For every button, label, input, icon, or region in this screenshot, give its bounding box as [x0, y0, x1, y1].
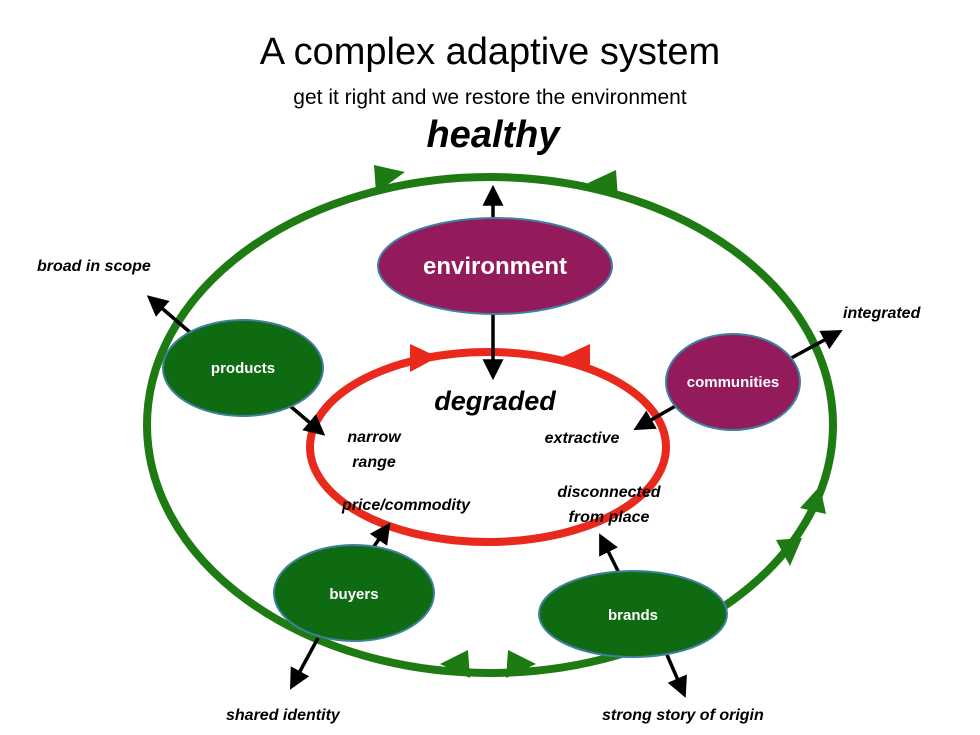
arrow-products-to-broad-scope [146, 295, 194, 336]
diagram-subtitle: get it right and we restore the environm… [293, 86, 687, 109]
state-healthy-label: healthy [426, 114, 561, 156]
outer-cycle-arrowhead-right-up [800, 486, 826, 514]
node-environment-label: environment [423, 253, 567, 280]
label-disconnected-line1: disconnected [557, 484, 661, 501]
outer-cycle-arrowhead-top-right [588, 170, 618, 198]
outer-cycle-arrowhead-right-down [776, 538, 802, 566]
inner-cycle-arrowhead-left [410, 344, 438, 372]
label-narrow-range-line2: range [352, 454, 396, 471]
label-strong-story-of-origin: strong story of origin [602, 707, 764, 724]
node-brands-label: brands [608, 607, 658, 624]
label-narrow-range-line1: narrow [347, 429, 402, 446]
node-buyers-label: buyers [329, 586, 378, 603]
inner-degraded-cycle [306, 348, 670, 546]
node-products: products [162, 319, 324, 417]
node-environment: environment [377, 217, 613, 315]
node-brands: brands [538, 570, 728, 658]
node-communities-label: communities [687, 374, 780, 391]
node-products-label: products [211, 360, 275, 377]
arrow-brands-to-disconnected [599, 533, 622, 576]
node-buyers: buyers [273, 544, 435, 642]
node-communities: communities [665, 333, 801, 431]
diagram-title: A complex adaptive system [260, 31, 720, 73]
outer-cycle-arrowhead-bottom-right [506, 650, 536, 678]
label-extractive: extractive [545, 430, 620, 447]
arrow-brands-to-story-of-origin [662, 647, 687, 698]
outer-cycle-arrowhead-top-left [374, 165, 405, 193]
arrow-buyers-to-shared-identity [289, 637, 320, 690]
arrow-communities-to-integrated [783, 329, 843, 364]
inner-cycle-arrowhead-right [562, 344, 590, 372]
label-integrated: integrated [843, 305, 922, 322]
label-broad-in-scope: broad in scope [37, 258, 151, 275]
outer-cycle-arrowhead-bottom-left [440, 650, 470, 678]
label-price-commodity: price/commodity [341, 497, 471, 514]
label-disconnected-line2: from place [569, 509, 650, 526]
state-degraded-label: degraded [434, 386, 556, 416]
label-shared-identity: shared identity [226, 707, 341, 724]
outer-healthy-cycle [143, 173, 837, 677]
